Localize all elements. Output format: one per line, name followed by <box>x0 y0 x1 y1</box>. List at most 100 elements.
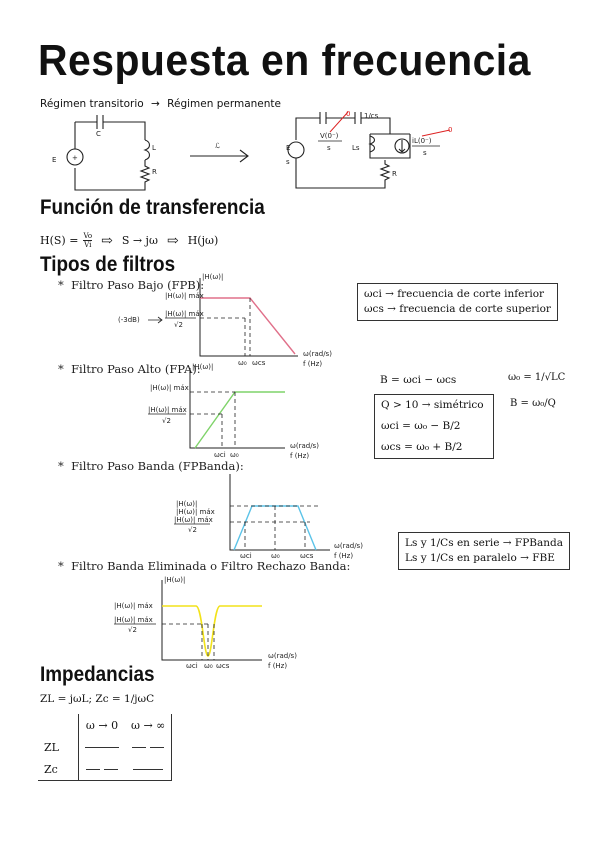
fpa-wci-label: ωci <box>214 451 226 459</box>
fbe-graph: |H(ω)| |H(ω)| máx |H(ω)| máx √2 ωci ω₀ ω… <box>114 576 297 670</box>
fbe-axis-w: ω(rad/s) <box>268 652 297 660</box>
red-zero-il: 0 <box>448 126 452 134</box>
imp-zc-short <box>133 769 164 770</box>
transfer-den: Vi <box>84 241 92 249</box>
table-row: ω → 0 ω → ∞ <box>38 714 172 736</box>
right-r-label: R <box>392 170 397 178</box>
right-ls-label: Ls <box>352 144 360 152</box>
formula-box: Q > 10 → simétrico ωci = ω₀ − B/2 ωcs = … <box>374 394 494 459</box>
transfer-end: H(jω) <box>187 234 219 247</box>
fbe-h-label: |H(ω)| <box>164 576 185 584</box>
right-v0-label: V(0⁻) <box>320 132 339 140</box>
transfer-arrow-1: ⇨ <box>101 232 113 249</box>
formula-w0: ω₀ = 1/√LC <box>508 372 566 383</box>
laplace-arrow-icon <box>190 149 249 163</box>
imp-zl-short <box>85 747 119 748</box>
filter-fpa-label: * Filtro Paso Alto (FPA): <box>58 362 201 376</box>
fpa-hmax-label: |H(ω)| máx <box>150 384 189 392</box>
imp-zl-open-b <box>150 747 165 748</box>
bullet-icon: * <box>58 362 72 376</box>
section-imp-title: Impedancias <box>40 663 155 686</box>
filter-fbe-label: * Filtro Banda Eliminada o Filtro Rechaz… <box>58 559 350 573</box>
right-capacitor-label: 1/cs <box>364 112 379 120</box>
right-es-label: s <box>286 158 290 166</box>
left-e-label: E <box>52 156 56 164</box>
regimen-transitorio: Régimen transitorio <box>40 98 144 110</box>
series-box: Ls y 1/Cs en serie → FPBanda Ls y 1/Cs e… <box>398 532 570 570</box>
fbe-hmax-sqrt-label: |H(ω)| máx <box>114 616 153 624</box>
fpbanda-hmax-sqrt-label: |H(ω)| máx <box>174 516 213 524</box>
fbe-w0-label: ω₀ <box>204 662 213 670</box>
right-e-label: E <box>286 144 290 152</box>
regimen-line: Régimen transitorio → Régimen permanente <box>40 98 281 110</box>
bullet-icon: * <box>58 559 72 573</box>
fpa-hmax-sqrt-label: |H(ω)| máx <box>148 406 187 414</box>
fbe-curve <box>162 605 262 657</box>
imp-table-wrap: ω → 0 ω → ∞ ZL Zc <box>38 714 173 781</box>
fbe-hmax-label: |H(ω)| máx <box>114 602 153 610</box>
imp-row-1: ZL <box>38 736 79 758</box>
imp-zc-open-b <box>104 769 118 770</box>
fpb-axis-w: ω(rad/s) <box>303 350 332 358</box>
circuits-diagram: C L R E + ℒ E s V(0⁻) s 1/cs Ls iL(0⁻) s… <box>52 110 452 191</box>
formula-wci: ωci = ω₀ − B/2 <box>381 420 461 432</box>
filter-fpbanda-label: * Filtro Paso Banda (FPBanda): <box>58 459 244 473</box>
imp-table: ω → 0 ω → ∞ ZL Zc <box>38 714 173 781</box>
left-source-plus: + <box>72 154 78 162</box>
fpb-sqrt2-label: √2 <box>174 321 183 329</box>
transfer-num: Vo <box>83 232 93 241</box>
transfer-h: H(S) = <box>40 234 79 247</box>
transfer-formula: H(S) = Vo Vi ⇨ S → jω ⇨ H(jω) <box>40 232 218 249</box>
left-circuit <box>66 115 151 191</box>
page-title: Respuesta en frecuencia <box>38 36 531 85</box>
red-zero-v0: 0 <box>346 110 350 118</box>
formula-q: Q > 10 → simétrico <box>381 399 484 411</box>
fpbanda-axis-f: f (Hz) <box>334 552 353 560</box>
filter-fpa-text: Filtro Paso Alto (FPA): <box>71 362 201 376</box>
fpa-w0-label: ω₀ <box>230 451 239 459</box>
series-line-2: Ls y 1/Cs en paralelo → FBE <box>405 552 555 564</box>
regimen-arrow: → <box>151 98 160 110</box>
cutoff-box: ωci → frecuencia de corte inferior ωcs →… <box>357 283 558 321</box>
cutoff-line-1: ωci → frecuencia de corte inferior <box>364 288 545 300</box>
bullet-icon: * <box>58 459 72 473</box>
fpbanda-graph: |H(ω)| |H(ω)| máx |H(ω)| máx √2 ωci ω₀ ω… <box>174 474 363 560</box>
fpa-sqrt2-label: √2 <box>162 417 171 425</box>
fbe-wcs-label: ωcs <box>216 662 230 670</box>
filter-fpbanda-text: Filtro Paso Banda (FPBanda): <box>71 459 244 473</box>
regimen-permanente: Régimen permanente <box>167 98 281 110</box>
filter-fpb-text: Filtro Paso Bajo (FPB): <box>71 278 205 292</box>
fpa-axis-f: f (Hz) <box>290 452 309 460</box>
section-filters-title: Tipos de filtros <box>40 253 176 276</box>
transfer-mid: S → jω <box>121 234 158 247</box>
fpb-wcs-label: ωcs <box>252 359 266 367</box>
fpa-curve <box>194 391 285 449</box>
imp-formula: ZL = jωL; Zc = 1/jωC <box>40 693 155 705</box>
fpa-axis-w: ω(rad/s) <box>290 442 319 450</box>
fpbanda-wcs-label: ωcs <box>300 552 314 560</box>
left-c-label: C <box>96 130 101 138</box>
fpa-graph: |H(ω)| |H(ω)| máx |H(ω)| máx √2 ωci ω₀ ω… <box>148 363 319 460</box>
filter-fbe-text: Filtro Banda Eliminada o Filtro Rechazo … <box>71 559 351 573</box>
bullet-icon: * <box>58 278 72 292</box>
imp-row-2: Zc <box>38 758 79 781</box>
fpb-w0-label: ω₀ <box>238 359 247 367</box>
series-line-1: Ls y 1/Cs en serie → FPBanda <box>405 537 563 549</box>
fbe-wci-label: ωci <box>186 662 198 670</box>
fpb-arrow-icon <box>148 316 163 324</box>
fbe-axis-f: f (Hz) <box>268 662 287 670</box>
table-row: ZL <box>38 736 172 758</box>
right-v0-s-label: s <box>327 144 331 152</box>
imp-zc-open-a <box>86 769 100 770</box>
fpbanda-axis-w: ω(rad/s) <box>334 542 363 550</box>
right-il-label: iL(0⁻) <box>412 137 432 145</box>
left-l-label: L <box>152 144 156 152</box>
fpbanda-wci-label: ωci <box>240 552 252 560</box>
formula-b: B = ωci − ωcs <box>380 374 457 386</box>
filter-fpb-label: * Filtro Paso Bajo (FPB): <box>58 278 204 292</box>
imp-col-1: ω → 0 <box>85 718 119 732</box>
fpbanda-hmax-label-2: |H(ω)| máx <box>176 508 215 516</box>
red-strike-il <box>421 129 451 137</box>
right-circuit <box>287 112 411 189</box>
fpb-graph: |H(ω)| |H(ω)| máx |H(ω)| máx √2 (-3dB) ω… <box>118 273 332 368</box>
